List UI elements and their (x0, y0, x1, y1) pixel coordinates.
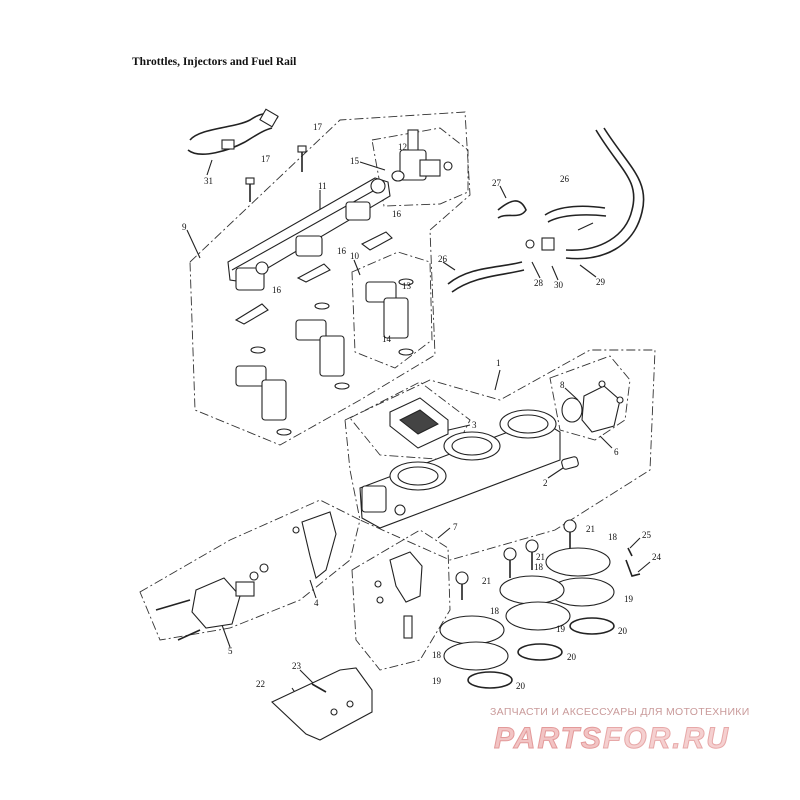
callout-20c: 20 (516, 681, 526, 691)
callout-17a: 17 (313, 122, 323, 132)
callout-9: 9 (182, 222, 187, 232)
intake-adaptors (439, 547, 615, 671)
group-outline-9 (189, 111, 471, 446)
watermark-logo-right: FOR.RU (602, 722, 730, 756)
callout-8: 8 (560, 380, 565, 390)
callout-21a: 21 (586, 524, 595, 534)
callout-26a: 26 (560, 174, 570, 184)
callout-5: 5 (228, 646, 233, 656)
callout-18d: 18 (432, 650, 442, 660)
idle-stepper-3 (389, 397, 449, 449)
bolt-17-group (245, 145, 307, 202)
callout-16b: 16 (337, 246, 347, 256)
callout-28: 28 (534, 278, 544, 288)
callout-2: 2 (543, 478, 548, 488)
bolt-21-group (455, 519, 577, 600)
callout-21c: 21 (482, 576, 491, 586)
group-outline-7 (351, 529, 451, 671)
callout-12: 12 (398, 142, 407, 152)
group-outline-1 (344, 349, 656, 561)
callout-26b: 26 (438, 254, 448, 264)
group-outline-4 (139, 499, 361, 641)
callout-19c: 19 (432, 676, 442, 686)
callout-10: 10 (350, 251, 360, 261)
leader-lines (186, 149, 651, 701)
callout-14: 14 (382, 334, 392, 344)
clip-16-group (234, 231, 393, 325)
callout-19b: 19 (556, 624, 566, 634)
callout-13: 13 (402, 281, 412, 291)
callout-6: 6 (614, 447, 619, 457)
callout-15: 15 (350, 156, 360, 166)
callout-7: 7 (453, 522, 458, 532)
callout-30: 30 (554, 280, 564, 290)
throttle-position-sensor-6 (561, 380, 624, 433)
fuel-feed-hose-31 (187, 108, 279, 155)
watermark-logo: PARTSFOR.RU (494, 722, 730, 756)
actuator-5 (155, 563, 269, 641)
throttle-body-1 (359, 409, 561, 529)
callout-16c: 16 (272, 285, 282, 295)
callout-1: 1 (496, 358, 501, 368)
callout-18c: 18 (490, 606, 500, 616)
bracket-22 (271, 667, 373, 741)
callout-18b: 18 (534, 562, 544, 572)
callout-23: 23 (292, 661, 302, 671)
callout-11: 11 (318, 181, 327, 191)
group-outline-6 (549, 355, 631, 441)
callout-16a: 16 (392, 209, 402, 219)
callout-18a: 18 (608, 532, 618, 542)
fuel-rail-11 (227, 177, 391, 291)
group-outline-10 (351, 251, 433, 369)
group-outline-15 (371, 127, 469, 207)
pressure-regulator-15 (391, 129, 453, 182)
watermark-logo-left: PARTS (494, 722, 603, 756)
callout-27: 27 (492, 178, 502, 188)
callout-20b: 20 (567, 652, 577, 662)
callout-19a: 19 (624, 594, 634, 604)
bracket-7 (374, 551, 423, 639)
callout-25: 25 (642, 530, 652, 540)
callout-31: 31 (204, 176, 213, 186)
callout-3: 3 (472, 420, 477, 430)
callout-21b: 21 (536, 552, 545, 562)
connector-2 (561, 456, 579, 470)
page-title: Throttles, Injectors and Fuel Rail (132, 56, 297, 68)
callout-24: 24 (652, 552, 662, 562)
clip-24 (625, 547, 641, 577)
callout-labels: 1 2 3 4 5 6 7 8 9 10 11 12 13 14 15 16 1… (182, 122, 662, 691)
breather-hoses (447, 127, 645, 293)
callout-20a: 20 (618, 626, 628, 636)
watermark-tagline: ЗАПЧАСТИ И АКСЕССУАРЫ ДЛЯ МОТОТЕХНИКИ (490, 706, 750, 718)
callout-22: 22 (256, 679, 265, 689)
callout-29: 29 (596, 277, 606, 287)
o-ring-20-group (467, 617, 615, 689)
callout-4: 4 (314, 598, 319, 608)
injector-group (235, 278, 414, 436)
bracket-4 (292, 511, 337, 579)
callout-17b: 17 (261, 154, 271, 164)
